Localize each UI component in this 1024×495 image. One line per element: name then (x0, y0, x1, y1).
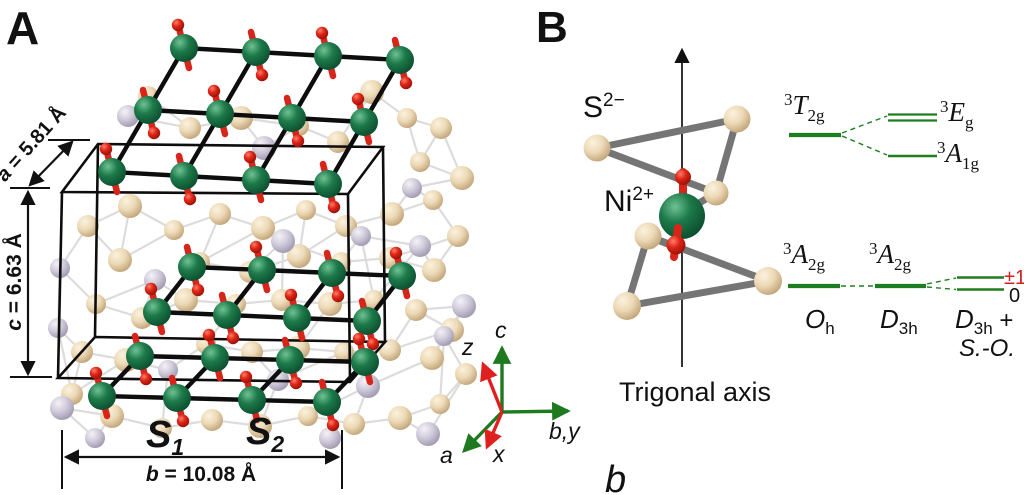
dim-a-label: a = 5.81 Å (0, 101, 71, 186)
axes-legend (462, 345, 571, 454)
dim-c-label: c = 6.63 Å (2, 233, 26, 331)
sulfur-atom (723, 105, 751, 133)
c-axis-label: c (495, 317, 507, 343)
term-3a1g: 3A1g (937, 138, 980, 173)
term-3eg: 3Eg (940, 97, 974, 132)
nickel-atom (659, 193, 705, 239)
nickel-ion-label: Ni2+ (604, 184, 654, 218)
energy-level-diagram: 3T2g 3Eg 3A1g 3A2g 3A2g ±1 0 Oh D3h D3h … (783, 90, 1024, 362)
ms-0-label: 0 (1009, 285, 1020, 307)
oxygen-atom (666, 235, 686, 255)
s2-site-label: S2 (246, 411, 284, 457)
b-axis-direction-label: b (605, 459, 626, 495)
panel-a: A a = 5.81 Å c = 6.63 Å b = 10.08 Å (0, 2, 581, 489)
a-axis-arrow (462, 410, 504, 454)
z-axis-arrow (480, 361, 504, 413)
ni-chain-sheets (88, 18, 416, 432)
group-oh-label: Oh (805, 304, 835, 338)
by-axis-arrow (501, 401, 571, 421)
x-axis-label: x (492, 441, 506, 467)
dimension-a: a = 5.81 Å (0, 101, 90, 189)
dim-b-label: b = 10.08 Å (146, 462, 256, 486)
sulfur-atom (583, 134, 611, 162)
dimension-b: b = 10.08 Å (61, 430, 343, 489)
a-axis-label: a (440, 442, 453, 468)
level-3eg (888, 113, 937, 122)
s1-site-label: S1 (146, 414, 184, 460)
lattice-atoms (48, 80, 477, 449)
group-d3h-label: D3h (880, 304, 918, 338)
sulfide-ion-label: S2− (583, 90, 625, 124)
panel-b: B S2− Ni2+ Trigonal axis b (536, 3, 1024, 495)
dimension-c: c = 6.63 Å (2, 189, 52, 378)
spin-orbit-label: S.-O. (959, 335, 1015, 362)
by-axis-label: b,y (549, 418, 581, 444)
term-3a2g-oh: 3A2g (783, 239, 826, 274)
sulfur-atom (754, 267, 782, 295)
panel-a-label: A (6, 2, 39, 54)
term-3t2g: 3T2g (784, 90, 825, 125)
z-axis-label: z (461, 334, 474, 360)
sulfur-atom (703, 180, 729, 206)
panel-b-label: B (536, 3, 568, 52)
ms-pm1-label: ±1 (1004, 267, 1024, 289)
sulfur-atom (613, 292, 641, 320)
sulfur-atom (634, 222, 662, 250)
x-axis-arrow (484, 411, 504, 450)
trigonal-axis-label: Trigonal axis (619, 377, 771, 407)
group-d3h-so-label: D3h + (955, 304, 1013, 338)
term-3a2g-d3h: 3A2g (869, 239, 912, 274)
oxygen-atom (675, 169, 691, 185)
nis6-cluster (583, 105, 782, 320)
